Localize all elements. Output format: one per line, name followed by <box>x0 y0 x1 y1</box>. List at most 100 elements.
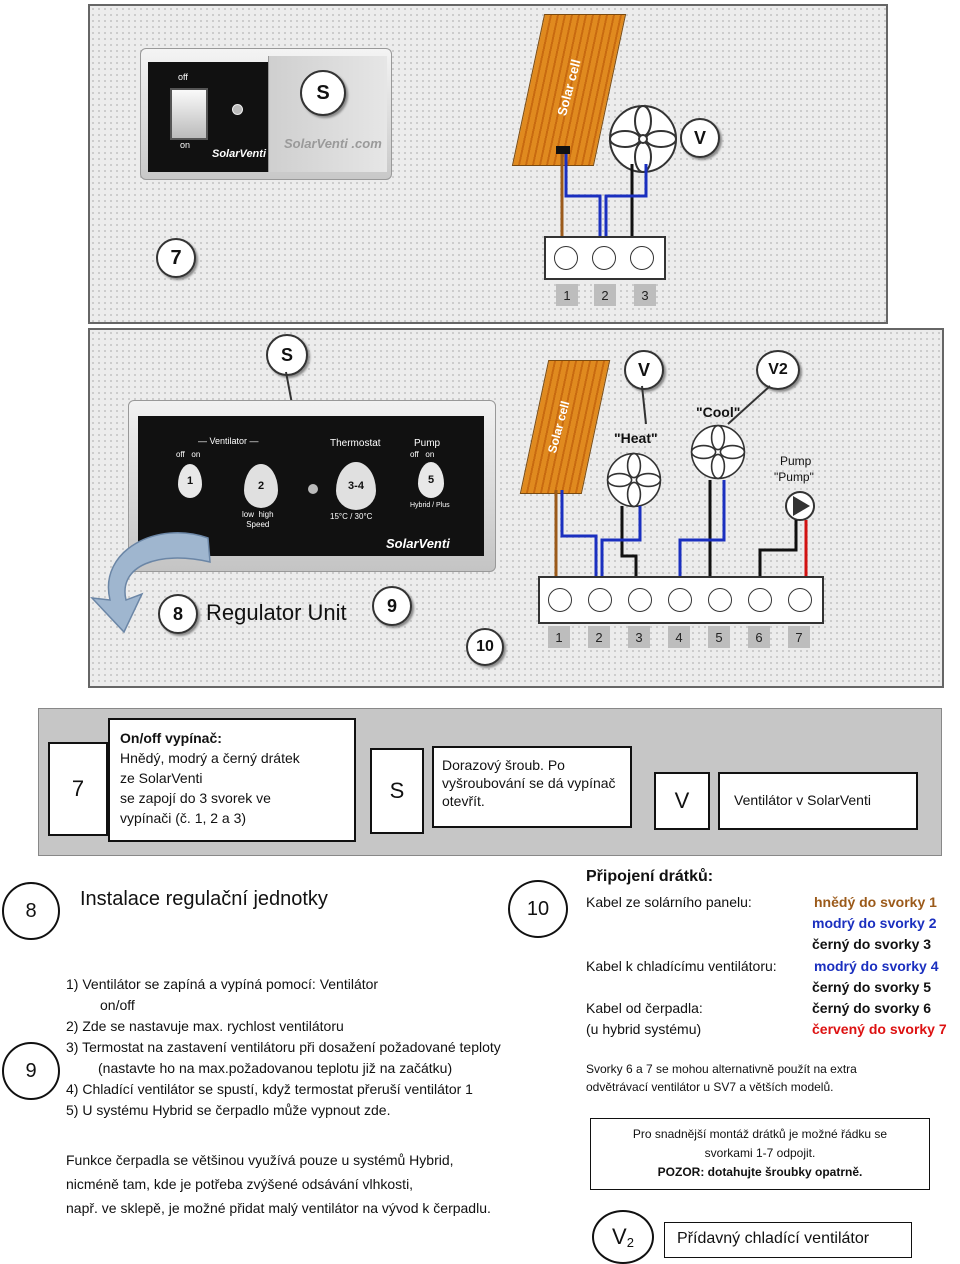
bottom-screw-7 <box>788 588 812 612</box>
bottom-label-v2: V2 <box>756 350 800 390</box>
dial-2-label: 2 <box>257 480 265 492</box>
pump-note-line-3: např. ve sklepě, je možné přidat malý ve… <box>66 1200 491 1216</box>
wiring-tip-box: Pro snadnější montáž drátků je možné řád… <box>590 1118 930 1190</box>
regulator-unit-label: Regulator Unit <box>206 600 347 625</box>
instructions-list: 1) Ventilátor se zapíná a vypíná pomocí:… <box>66 974 586 1121</box>
wiring-note-line-2: odvětrávací ventilátor u SV7 a větších m… <box>586 1080 834 1094</box>
bottom-terminal-num-6: 6 <box>748 626 770 648</box>
legend-s-box: S <box>370 748 424 834</box>
v2-subscript: 2 <box>626 1234 634 1250</box>
pump-section-label: Pump <box>414 438 441 449</box>
bottom-terminal-block <box>538 576 824 624</box>
bottom-label-v: V <box>624 350 664 390</box>
bottom-wires <box>554 385 808 576</box>
legend-v-box: V <box>654 772 710 830</box>
bottom-screw-6 <box>748 588 772 612</box>
v2-text-box: Přídavný chladící ventilátor <box>664 1222 912 1258</box>
legend-s-text: Dorazový šroub. Po vyšroubování se dá vy… <box>442 757 616 809</box>
section-10-circle: 10 <box>508 880 568 938</box>
wiring-pump-7: červený do svorky 7 <box>812 1021 947 1037</box>
wiring-solar-3: černý do svorky 3 <box>812 936 932 952</box>
pump-icon <box>785 491 815 521</box>
section-8-circle: 8 <box>2 882 60 940</box>
pump-note: Funkce čerpadla se většinou využívá pouz… <box>66 1148 576 1220</box>
pump-note-line-1: Funkce čerpadla se většinou využívá pouz… <box>66 1152 454 1168</box>
top-screw-3 <box>630 246 654 270</box>
dial-5-label: 5 <box>427 474 435 486</box>
ventilator-switch-1[interactable]: 1 <box>178 464 202 498</box>
top-label-s: S <box>300 70 346 116</box>
top-solar-connector <box>556 146 570 154</box>
legend-onoff-line1: Hnědý, modrý a černý drátek <box>120 750 300 766</box>
top-label-7: 7 <box>156 238 196 278</box>
instruction-item-2: 2) Zde se nastavuje max. rychlost ventil… <box>66 1018 344 1034</box>
switch-off-label: off <box>178 72 188 82</box>
bottom-terminal-num-3: 3 <box>628 626 650 648</box>
top-screw-1 <box>554 246 578 270</box>
legend-onoff-line2: ze SolarVenti <box>120 770 203 786</box>
top-terminal-block <box>544 236 666 280</box>
wiring-tip-line-3: POZOR: dotahujte šroubky opatrně. <box>657 1165 863 1179</box>
bottom-terminal-num-2: 2 <box>588 626 610 648</box>
legend-onoff-line3: se zapojí do 3 svorek ve <box>120 790 271 806</box>
wiring-solar-1: hnědý do svorky 1 <box>814 894 937 910</box>
wiring-tip-line-1: Pro snadnější montáž drátků je možné řád… <box>632 1127 888 1141</box>
wiring-tip-line-2: svorkami 1-7 odpojit. <box>704 1146 816 1160</box>
instruction-item-4: 4) Chladící ventilátor se spustí, když t… <box>66 1081 473 1097</box>
legend-onoff-title: On/off vypínač: <box>120 730 222 746</box>
pump-switch-5[interactable]: 5 <box>418 462 444 498</box>
pump-quote: "Pump" <box>774 470 814 484</box>
wiring-pump-label2: (u hybrid systému) <box>586 1021 702 1037</box>
wiring-pump-label: Kabel od čerpadla: <box>586 1000 703 1016</box>
top-terminal-num-3: 3 <box>634 284 656 306</box>
legend-v-letter: V <box>674 788 690 813</box>
legend-s-text-box: Dorazový šroub. Po vyšroubování se dá vy… <box>432 746 632 828</box>
bottom-screw-4 <box>668 588 692 612</box>
instruction-item-5: 5) U systému Hybrid se čerpadlo může vyp… <box>66 1102 391 1118</box>
instruction-item-1-cont: on/off <box>100 997 135 1013</box>
bottom-screw-5 <box>708 588 732 612</box>
bottom-screw-3 <box>628 588 652 612</box>
section-9-circle: 9 <box>2 1042 60 1100</box>
legend-v-text-box: Ventilátor v SolarVenti <box>718 772 918 830</box>
label-8-circle: 8 <box>158 594 198 634</box>
heat-label: "Heat" <box>614 430 658 446</box>
bottom-terminal-num-4: 4 <box>668 626 690 648</box>
speed-dial-2[interactable]: 2 <box>244 464 278 508</box>
top-screw-2 <box>592 246 616 270</box>
regulator-brand: SolarVenti <box>386 536 450 551</box>
bottom-screw-2 <box>588 588 612 612</box>
top-terminal-num-2: 2 <box>594 284 616 306</box>
v2-text: Přídavný chladící ventilátor <box>677 1230 870 1247</box>
cool-label: "Cool" <box>696 404 741 420</box>
wiring-title: Připojení drátků: <box>586 868 714 885</box>
thermostat-dial-34[interactable]: 3-4 <box>336 462 376 510</box>
instruction-item-3: 3) Termostat na zastavení ventilátoru př… <box>66 1039 501 1055</box>
switch-faceplate <box>148 62 268 172</box>
heat-fan-icon <box>606 452 662 508</box>
dial-34-label: 3-4 <box>348 480 364 492</box>
thermostat-range-label: 15°C / 30°C <box>330 512 373 521</box>
bottom-terminal-num-1: 1 <box>548 626 570 648</box>
legend-7-box: 7 <box>48 742 108 836</box>
wiring-note: Svorky 6 a 7 se mohou alternativně použí… <box>586 1060 857 1096</box>
stop-screw <box>232 104 243 115</box>
legend-onoff-box: On/off vypínač: Hnědý, modrý a černý drá… <box>108 718 356 842</box>
v2-letter: V <box>612 1224 627 1249</box>
label-9-circle: 9 <box>372 586 412 626</box>
pump-offon-label: off on <box>410 450 435 459</box>
section-9-number: 9 <box>25 1059 37 1082</box>
top-wires <box>560 154 648 236</box>
bottom-screw-1 <box>548 588 572 612</box>
bottom-terminal-num-5: 5 <box>708 626 730 648</box>
wiring-cool-4: modrý do svorky 4 <box>814 958 939 974</box>
legend-7-number: 7 <box>71 776 85 801</box>
switch-brand: SolarVenti <box>212 148 266 160</box>
ventilator-offon-label: off on <box>176 450 201 459</box>
section-8-number: 8 <box>25 899 37 922</box>
legend-onoff-line4: vypínači (č. 1, 2 a 3) <box>120 810 247 826</box>
thermostat-section-label: Thermostat <box>330 438 381 449</box>
wiring-pump-6: černý do svorky 6 <box>812 1000 932 1016</box>
regulator-unit: — Ventilator — off on Thermostat Pump of… <box>128 400 496 572</box>
speed-label: low high Speed <box>242 510 274 529</box>
